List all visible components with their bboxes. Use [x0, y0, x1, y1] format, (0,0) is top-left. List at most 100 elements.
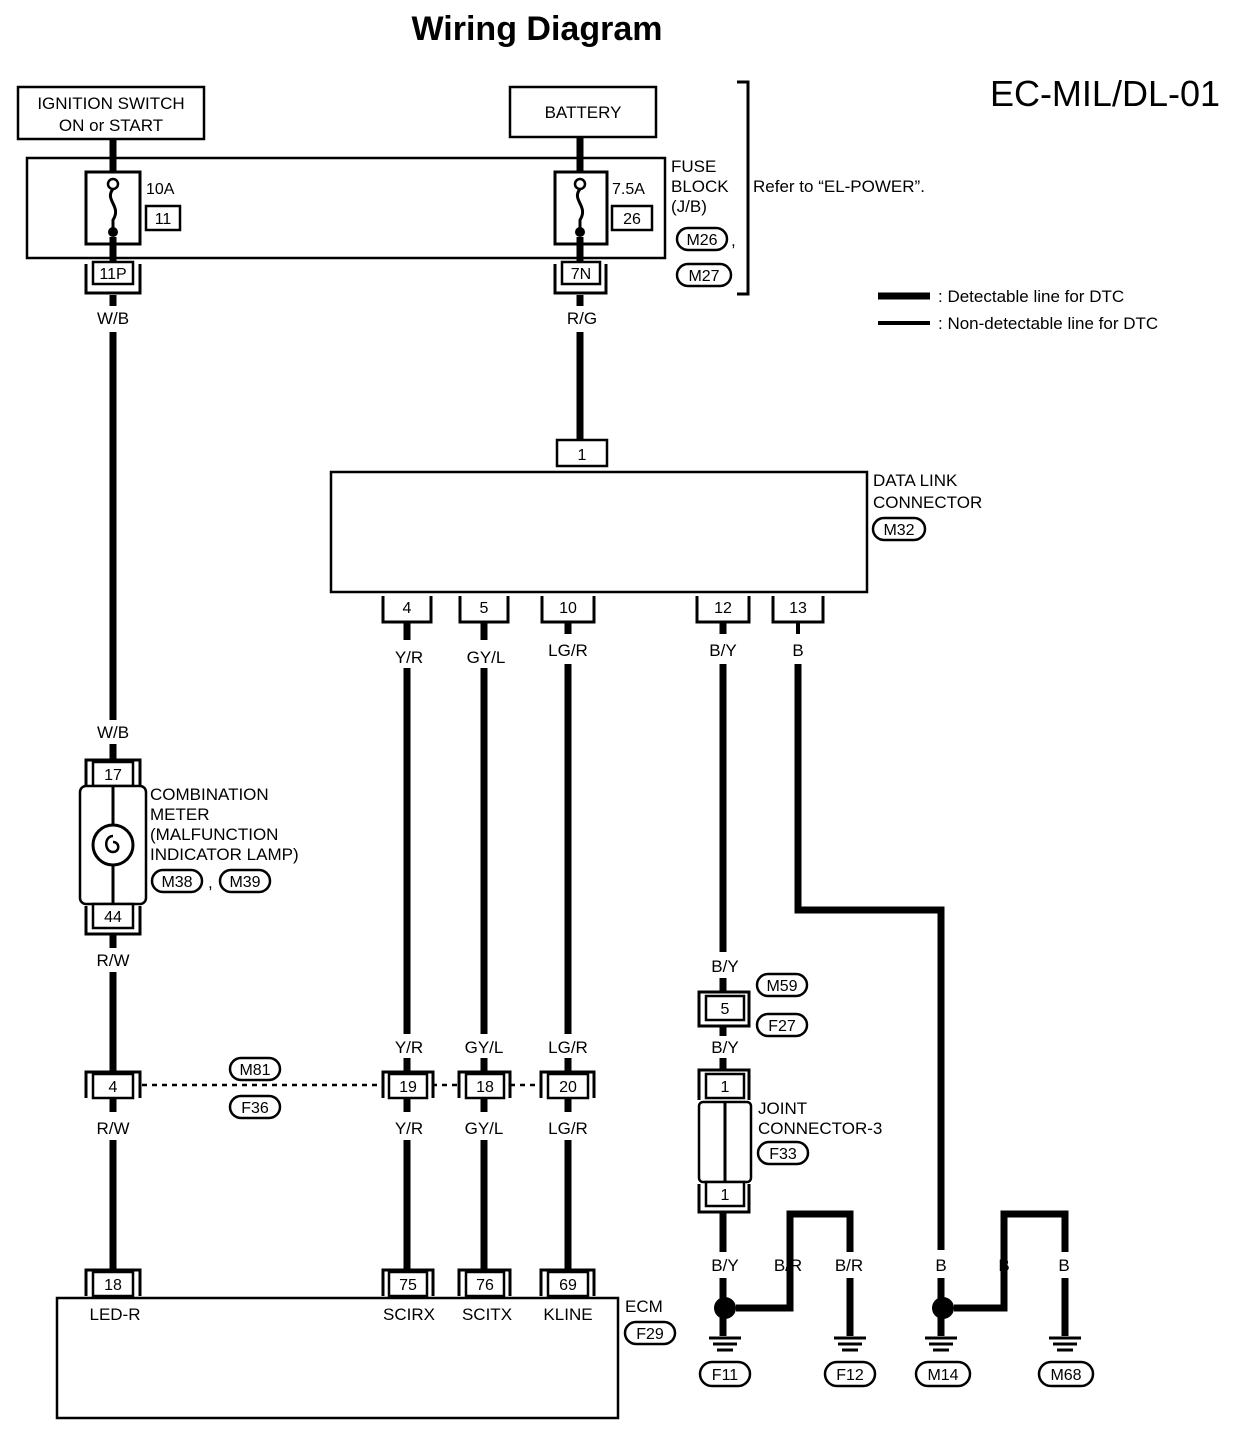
wire-lgr-bottom: LG/R: [548, 1119, 588, 1138]
fuse-block-comma: ,: [731, 231, 736, 250]
page-title: Wiring Diagram: [412, 10, 663, 48]
splice-dot-by: [714, 1297, 736, 1319]
wire-b-2: B: [1058, 1256, 1069, 1275]
wire-gyl-top: GY/L: [467, 648, 506, 667]
battery-label: BATTERY: [545, 103, 622, 122]
ecm-pin-75: 75: [399, 1277, 417, 1294]
fuse-11-amperage: 10A: [146, 181, 175, 198]
harness-connector-f36-label: F36: [241, 1100, 269, 1117]
fuse-block-connector-m27: M27: [688, 268, 719, 285]
wire-gyl-mid: GY/L: [465, 1038, 504, 1057]
fuse-26-amperage: 7.5A: [612, 181, 645, 198]
wire-b-top: B: [792, 641, 803, 660]
meter-label-2: METER: [150, 805, 210, 824]
fuse-block-connector-m26: M26: [686, 232, 717, 249]
wire-b-1: B: [998, 1256, 1009, 1275]
meter-connector-m38: M38: [161, 874, 192, 891]
connector-m59-label: M59: [766, 978, 797, 995]
meter-label-3: (MALFUNCTION: [150, 825, 278, 844]
joint-label-2: CONNECTOR-3: [758, 1119, 882, 1138]
ground-icon: [709, 1336, 741, 1352]
refer-bracket: [737, 80, 750, 296]
ignition-switch-label-2: ON or START: [59, 116, 163, 135]
harness-pin-4: 4: [109, 1079, 118, 1096]
connector-f27-label: F27: [768, 1018, 796, 1035]
fuse-block-label-2: BLOCK: [671, 177, 729, 196]
wire-yr-mid: Y/R: [395, 1038, 423, 1057]
ecm-terminal-kline: KLINE: [543, 1305, 592, 1324]
joint-pin-bottom: 1: [721, 1187, 730, 1204]
ecm: 18 75 76 69 LED-R SCIRX SCITX KLINE: [55, 1268, 620, 1420]
splice-dot-b: [932, 1297, 954, 1319]
wire-by-mid: B/Y: [711, 1038, 738, 1057]
joint-connector-3: 1 1: [697, 1068, 753, 1214]
meter-comma: ,: [208, 873, 213, 892]
dlc-label-1: DATA LINK: [873, 471, 958, 490]
wire-rw-bottom: R/W: [96, 1119, 129, 1138]
dlc-pin-4-label: 4: [403, 600, 412, 617]
wire-br-2: B/R: [835, 1256, 863, 1275]
data-link-connector: 1: [329, 438, 869, 594]
joint-pin-top: 1: [721, 1079, 730, 1096]
ground-icon: [1049, 1336, 1081, 1352]
fuse-26-number: 26: [623, 211, 641, 228]
legend-detectable: : Detectable line for DTC: [938, 287, 1124, 306]
fuse-block-label-1: FUSE: [671, 157, 716, 176]
connector-7n: 7N: [553, 260, 608, 295]
connector-m59: 5: [697, 990, 751, 1028]
dlc-label-2: CONNECTOR: [873, 493, 982, 512]
ground-icon: [925, 1336, 957, 1352]
ground-icon: [834, 1336, 866, 1352]
dlc-pin-10-label: 10: [559, 600, 577, 617]
ecm-pin-69: 69: [559, 1277, 577, 1294]
m59-pin-5: 5: [721, 1001, 730, 1018]
indicator-lamp-icon: [91, 823, 135, 867]
harness-pin-19: 19: [399, 1079, 417, 1096]
battery: BATTERY: [508, 85, 658, 139]
fuse-block: 10A 11 7.5A 26: [25, 137, 667, 262]
wire-rg: R/G: [567, 309, 597, 328]
pin-7n: 7N: [571, 266, 591, 283]
dlc-pin-13: 13: [771, 596, 825, 624]
wire-lgr-top: LG/R: [548, 641, 588, 660]
dlc-pin-1: 1: [578, 447, 587, 464]
harness-connector-m81-label: M81: [239, 1062, 270, 1079]
ecm-pin-76: 76: [476, 1277, 494, 1294]
harness-pin-20: 20: [559, 1079, 577, 1096]
connector-11p: 11P: [84, 260, 142, 295]
wire-rw-top: R/W: [96, 951, 129, 970]
ground-m68: M68: [1050, 1367, 1081, 1384]
ecm-terminal-scirx: SCIRX: [383, 1305, 435, 1324]
ecm-terminal-led-r: LED-R: [89, 1305, 140, 1324]
ground-m14: M14: [927, 1367, 958, 1384]
fuse-11-number: 11: [155, 211, 172, 228]
ground-f11: F11: [712, 1367, 738, 1384]
combination-meter: 17 44: [78, 758, 148, 936]
legend-non-detectable: : Non-detectable line for DTC: [938, 314, 1158, 333]
wire-by-ground: B/Y: [711, 1256, 738, 1275]
harness-pin-18: 18: [476, 1079, 494, 1096]
ecm-terminal-scitx: SCITX: [462, 1305, 512, 1324]
wire-br-1: B/R: [774, 1256, 802, 1275]
wire-yr-bottom: Y/R: [395, 1119, 423, 1138]
ecm-pin-18: 18: [104, 1277, 122, 1294]
refer-note: Refer to “EL-POWER”.: [753, 177, 925, 196]
meter-label-4: INDICATOR LAMP): [150, 845, 299, 864]
wire-yr-top: Y/R: [395, 648, 423, 667]
wire-by-top: B/Y: [709, 641, 736, 660]
ignition-switch: IGNITION SWITCH ON or START: [16, 85, 206, 141]
dlc-pin-4: 4: [381, 596, 433, 624]
diagram-code: EC-MIL/DL-01: [990, 73, 1220, 114]
ground-f12: F12: [836, 1367, 864, 1384]
wire-wb-meter: W/B: [97, 723, 129, 742]
wire-by-m59: B/Y: [711, 957, 738, 976]
legend: : Detectable line for DTC : Non-detectab…: [878, 287, 1158, 333]
ecm-label: ECM: [625, 1297, 663, 1316]
dlc-pin-12: 12: [695, 596, 751, 624]
dlc-pin-12-label: 12: [714, 600, 732, 617]
joint-connector-f33: F33: [769, 1146, 797, 1163]
meter-pin-17: 17: [104, 767, 122, 784]
dlc-pin-5-label: 5: [480, 600, 489, 617]
dlc-pin-10: 10: [540, 596, 596, 624]
ecm-connector-f29: F29: [636, 1326, 664, 1343]
